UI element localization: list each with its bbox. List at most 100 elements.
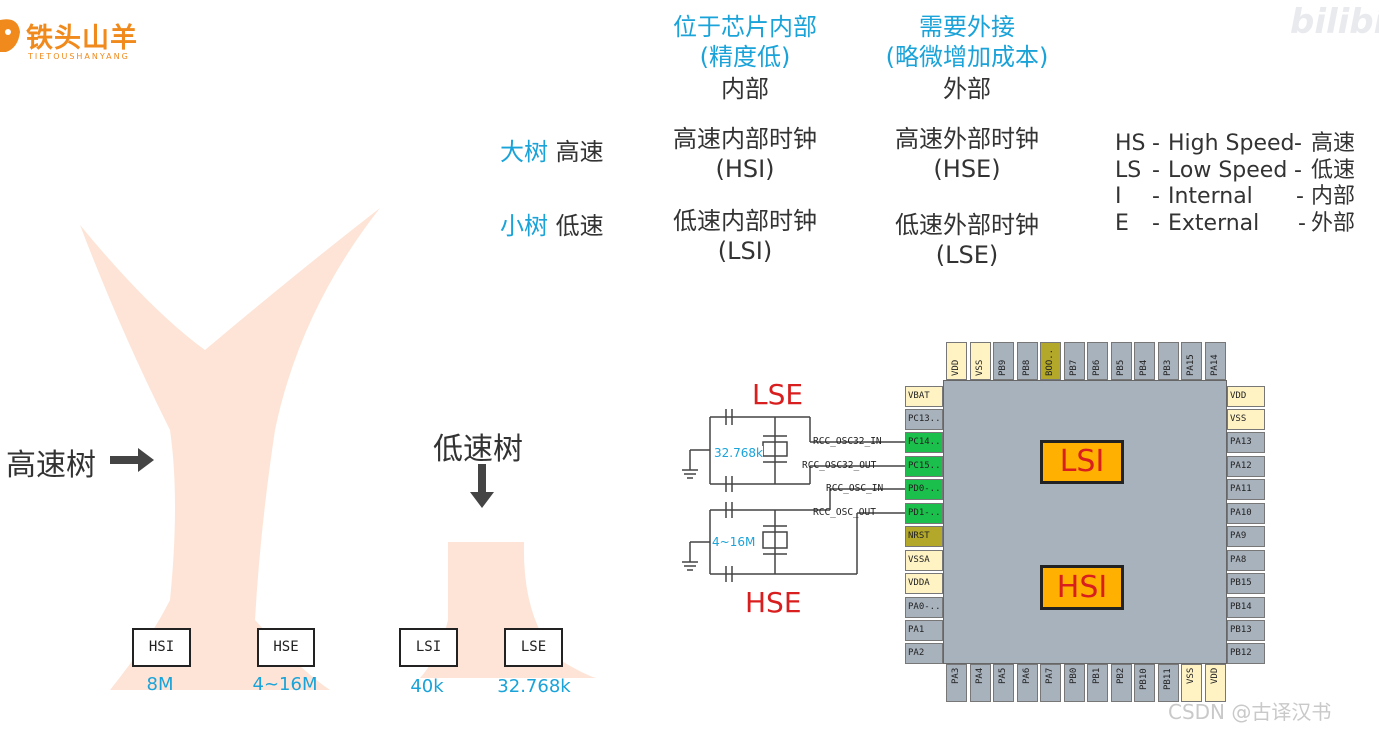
signal-osc32-out: RCC_OSC32_OUT bbox=[802, 460, 877, 471]
chip-pin-top: PB8 bbox=[1017, 342, 1038, 380]
legend-row: LS - Low Speed - 低速 bbox=[1115, 157, 1356, 183]
legend-abbr: I bbox=[1115, 184, 1122, 209]
chip-pin-right: PA8 bbox=[1227, 550, 1265, 571]
chip-pin-top: PB9 bbox=[993, 342, 1014, 380]
row1-label: 大树 高速 bbox=[500, 132, 604, 167]
oscillator-circuit bbox=[682, 409, 905, 582]
logo-name: 铁头山羊 bbox=[26, 23, 138, 54]
mcu-chip-body bbox=[943, 380, 1227, 664]
chip-pin-left: PD0-.. bbox=[905, 479, 943, 500]
col2-header: 需要外接 (略微增加成本) bbox=[857, 12, 1077, 72]
chip-pin-right: PB14 bbox=[1227, 597, 1265, 618]
chip-pin-left: PA0-.. bbox=[905, 597, 943, 618]
legend-full: Internal bbox=[1168, 184, 1253, 209]
legend: HS - High Speed - 高速 LS - Low Speed - 低速… bbox=[1115, 131, 1365, 237]
signal-osc-in: RCC_OSC_IN bbox=[826, 483, 884, 494]
legend-full: External bbox=[1168, 210, 1260, 236]
chip-pin-left: PD1-.. bbox=[905, 503, 943, 524]
row2-speed: 低速 bbox=[555, 212, 604, 240]
high-speed-tree-text: 高速树 bbox=[6, 448, 96, 483]
chip-pin-bottom: PA4 bbox=[970, 664, 991, 702]
chip-pin-bottom: PB0 bbox=[1064, 664, 1085, 702]
trees-illustration bbox=[80, 208, 596, 690]
chip-pin-left: PC15.. bbox=[905, 456, 943, 477]
low-speed-tree-label: 低速树 bbox=[433, 432, 523, 467]
chip-pin-left: VBAT bbox=[905, 386, 943, 407]
legend-full: High Speed bbox=[1168, 131, 1295, 156]
lsi-freq: 40k bbox=[410, 676, 444, 697]
lse-circuit-label: LSE bbox=[752, 378, 804, 411]
col1-header-line1: 位于芯片内部 bbox=[673, 13, 817, 41]
cell-hse: 高速外部时钟 (HSE) bbox=[857, 124, 1077, 184]
csdn-watermark: CSDN @古译汉书 bbox=[1168, 700, 1332, 724]
chip-pin-top: PA15 bbox=[1181, 342, 1202, 380]
legend-cn: 内部 bbox=[1311, 184, 1356, 209]
chip-pin-bottom: PB2 bbox=[1111, 664, 1132, 702]
arrow-down-icon bbox=[470, 464, 494, 508]
chip-pin-right: PB15 bbox=[1227, 573, 1265, 594]
chip-pin-right: VDD bbox=[1227, 386, 1265, 407]
chip-pin-bottom: PA5 bbox=[993, 664, 1014, 702]
chip-pin-bottom: PA3 bbox=[946, 664, 967, 702]
chip-pin-left: NRST bbox=[905, 526, 943, 547]
logo: 铁头山羊 TIETOUSHANYANG bbox=[0, 8, 170, 64]
cell-lse-abbr: (LSE) bbox=[935, 241, 999, 269]
legend-cn: 外部 bbox=[1311, 210, 1356, 236]
chip-pin-right: PB12 bbox=[1227, 643, 1265, 664]
col2-header-line2: (略微增加成本) bbox=[885, 43, 1049, 71]
row1-speed: 高速 bbox=[555, 138, 604, 166]
chip-pin-top: PB4 bbox=[1134, 342, 1155, 380]
legend-full: Low Speed bbox=[1168, 157, 1288, 183]
chip-pin-right: PA9 bbox=[1227, 526, 1265, 547]
chip-pin-right: VSS bbox=[1227, 409, 1265, 430]
chip-pin-left: PA1 bbox=[905, 620, 943, 641]
row1-tag: 大树 bbox=[500, 138, 548, 166]
hse-crystal-value: 4~16M bbox=[712, 535, 756, 549]
high-speed-tree bbox=[80, 208, 380, 690]
legend-abbr: E bbox=[1115, 210, 1129, 236]
chip-pin-top: VDD bbox=[946, 342, 967, 380]
chip-pin-bottom: PA7 bbox=[1040, 664, 1061, 702]
legend-row: E - External - 外部 bbox=[1115, 210, 1356, 236]
chip-pin-right: PA10 bbox=[1227, 503, 1265, 524]
col2-header-line1: 需要外接 bbox=[919, 13, 1015, 41]
cell-hse-abbr: (HSE) bbox=[933, 155, 1001, 183]
chip-pin-top: PB6 bbox=[1087, 342, 1108, 380]
high-speed-tree-label: 高速树 bbox=[6, 440, 96, 484]
chip-pin-right: PA12 bbox=[1227, 456, 1265, 477]
chip-pin-right: PA13 bbox=[1227, 432, 1265, 453]
chip-pin-left: PC14.. bbox=[905, 432, 943, 453]
cell-lsi: 低速内部时钟 (LSI) bbox=[645, 206, 845, 266]
chip-hsi-block: HSI bbox=[1040, 565, 1124, 610]
chip-pin-left: PC13.. bbox=[905, 409, 943, 430]
cell-hsi: 高速内部时钟 (HSI) bbox=[645, 124, 845, 184]
chip-pin-right: PB13 bbox=[1227, 620, 1265, 641]
hse-circuit-label: HSE bbox=[745, 586, 802, 619]
cell-hsi-name: 高速内部时钟 bbox=[673, 125, 817, 153]
chip-pin-right: PA11 bbox=[1227, 479, 1265, 500]
logo-subtitle: TIETOUSHANYANG bbox=[28, 52, 130, 61]
chip-pin-top: BOO.. bbox=[1040, 342, 1061, 380]
lse-crystal-value: 32.768k bbox=[714, 446, 763, 460]
lse-clock-box: LSE bbox=[504, 628, 563, 667]
chip-pin-left: VSSA bbox=[905, 550, 943, 571]
chip-pin-top: PA14 bbox=[1205, 342, 1226, 380]
legend-abbr: HS bbox=[1115, 131, 1146, 156]
legend-cn: 高速 bbox=[1311, 131, 1356, 156]
signal-osc32-in: RCC_OSC32_IN bbox=[813, 436, 882, 447]
hse-clock-box: HSE bbox=[257, 628, 315, 667]
chip-pin-left: VDDA bbox=[905, 573, 943, 594]
legend-abbr: LS bbox=[1115, 157, 1142, 183]
chip-pin-bottom: PA6 bbox=[1017, 664, 1038, 702]
lse-freq: 32.768k bbox=[497, 676, 571, 697]
col1-label: 内部 bbox=[721, 75, 769, 103]
chip-pin-top: PB7 bbox=[1064, 342, 1085, 380]
legend-row: I - Internal - 内部 bbox=[1115, 184, 1356, 209]
cell-lse-name: 低速外部时钟 bbox=[895, 211, 1039, 239]
cell-hse-name: 高速外部时钟 bbox=[895, 125, 1039, 153]
col1-header-line2: (精度低) bbox=[699, 43, 791, 71]
chip-pin-left: PA2 bbox=[905, 643, 943, 664]
chip-pin-bottom: PB10 bbox=[1134, 664, 1155, 702]
row2-label: 小树 低速 bbox=[500, 206, 604, 241]
hsi-clock-box: HSI bbox=[132, 628, 191, 667]
